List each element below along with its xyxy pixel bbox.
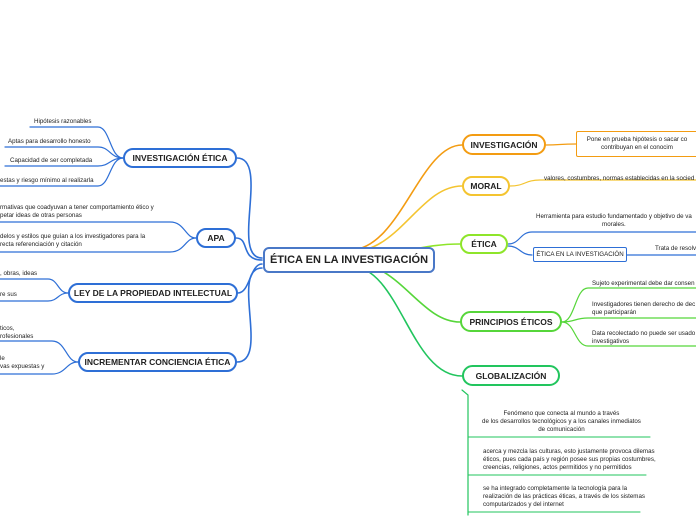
investigacion-etica-item-3: Capacidad de ser completada [10,157,93,164]
node-moral[interactable]: MORAL [462,176,510,196]
connector-investigacion [349,144,463,251]
connector-moral [349,185,463,253]
globalizacion-item-2: acerca y mezcla las culturas, esto justa… [483,448,656,471]
node-etica[interactable]: ÉTICA [460,234,508,254]
node-principios[interactable]: PRINCIPIOS ÉTICOS [460,311,562,332]
principios-item-1: Sujeto experimental debe dar consen [592,280,695,287]
node-conciencia-etica[interactable]: INCREMENTAR CONCIENCIA ÉTICA [78,352,237,372]
etica-detail-1: Herramienta para estudio fundamentado y … [536,213,692,228]
etica-detail-2: Trata de resolv [655,245,696,252]
ley-item-2: re sus [0,291,17,298]
connector-apa [235,237,263,261]
conciencia-item-2: le vas expuestas y [0,355,45,370]
connector-investigacion-etica [236,157,263,259]
ley-item-1: , obras, ideas [0,270,38,277]
conciencia-item-1: ticos, rofesionales [0,325,34,340]
investigacion-etica-item-2: Aptas para desarrollo honesto [8,138,91,145]
connector-conciencia [236,267,263,363]
etica-subnode[interactable]: ÉTICA EN LA INVESTIGACIÓN [533,247,627,262]
node-ley-propiedad[interactable]: LEY DE LA PROPIEDAD INTELECTUAL [68,283,238,303]
globalizacion-item-3: se ha integrado completamente la tecnolo… [483,485,645,508]
investigacion-etica-item-1: Hipótesis razonables [34,118,92,125]
apa-item-1: rmativas que coadyuvan a tener comportam… [0,204,154,219]
globalizacion-item-1: Fenómeno que conecta al mundo a través d… [482,410,641,433]
principios-item-2: Investigadores tienen derecho de dec que… [592,301,696,316]
moral-detail: valores, costumbres, normas establecidas… [544,175,695,182]
node-investigacion[interactable]: INVESTIGACIÓN [462,134,546,155]
principios-item-3: Data recolectado no puede ser usado inve… [592,330,696,345]
connector-globalizacion [349,265,463,377]
apa-item-2: delos y estilos que guían a los investig… [0,233,146,248]
node-investigacion-etica[interactable]: INVESTIGACIÓN ÉTICA [123,148,237,168]
node-apa[interactable]: APA [196,228,236,248]
investigacion-etica-item-4: estas y riesgo mínimo al realizarla [0,177,94,184]
central-topic[interactable]: ÉTICA EN LA INVESTIGACIÓN [263,247,435,273]
node-investigacion-detail[interactable]: Pone en prueba hipótesis o sacar co cont… [576,131,696,157]
node-globalizacion[interactable]: GLOBALIZACIÓN [462,365,560,386]
